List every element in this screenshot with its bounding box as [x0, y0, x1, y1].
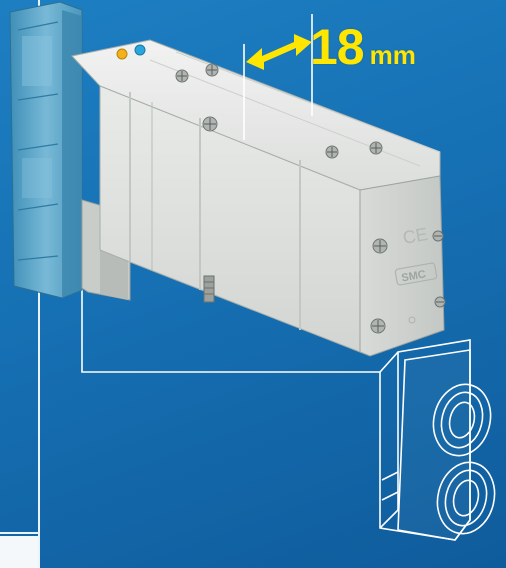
screw-icon: [175, 63, 446, 334]
ce-mark: CE: [401, 224, 429, 248]
corner-panel: [0, 536, 38, 568]
arrow-double-icon: [246, 34, 312, 70]
indicator-led-icon: [116, 44, 146, 60]
valve-body: [71, 39, 445, 357]
manifold-outline: [81, 221, 496, 541]
dimension-lines: [243, 14, 313, 140]
brand-mark: SMC: [401, 268, 427, 284]
mounting-stud: [203, 275, 215, 303]
dimension-unit: mm: [369, 40, 416, 70]
solenoid-cover: [9, 1, 83, 299]
frame-rule-bottom: [0, 532, 38, 534]
dimension-value: 18: [310, 19, 365, 75]
